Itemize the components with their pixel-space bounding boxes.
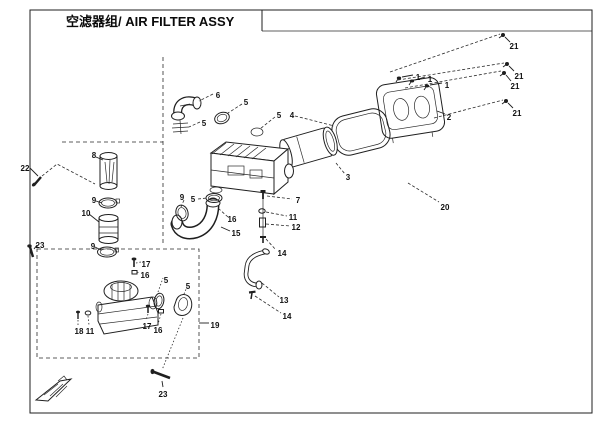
leader-part-3 xyxy=(335,162,346,175)
part-callout-14: 14 xyxy=(283,312,292,321)
part-callout-19: 19 xyxy=(211,321,220,330)
part-callout-21: 21 xyxy=(511,82,520,91)
part-callout-5: 5 xyxy=(191,195,196,204)
screw-part-22 xyxy=(31,176,42,187)
part-callout-12: 12 xyxy=(292,223,301,232)
part-callout-10: 10 xyxy=(82,209,91,218)
main-airbox-part xyxy=(209,127,294,196)
part-callout-21: 21 xyxy=(513,109,522,118)
cover-screws-part-1 xyxy=(395,74,443,91)
part-callout-17: 17 xyxy=(143,322,152,331)
mini-airbox-part xyxy=(95,280,159,335)
fastener-stack-group xyxy=(258,190,293,251)
subassembly-box-19-group xyxy=(36,248,209,371)
leader-part-20 xyxy=(407,182,440,203)
part-callout-1: 1 xyxy=(445,81,450,90)
bottom-screw-23-group xyxy=(150,368,171,388)
part-callout-2: 2 xyxy=(447,113,452,122)
part-callout-1: 1 xyxy=(416,73,421,82)
part-callout-11: 11 xyxy=(289,213,298,222)
part-callout-23: 23 xyxy=(159,390,168,399)
leader-part-4 xyxy=(294,115,335,127)
screw-part-18 xyxy=(76,310,80,319)
part-callout-11: 11 xyxy=(86,327,95,336)
part-callout-13: 13 xyxy=(280,296,289,305)
part-callout-16: 16 xyxy=(228,215,237,224)
part-callout-16: 16 xyxy=(141,271,150,280)
spring-clamp-part-5 xyxy=(171,119,190,135)
screw-part-23-left xyxy=(27,244,35,258)
part-callout-22: 22 xyxy=(21,164,30,173)
clamp-part-5-above-elbow xyxy=(205,193,223,203)
mounting-screws-part-21 xyxy=(498,33,515,109)
part-callout-16: 16 xyxy=(154,326,163,335)
part-callout-5: 5 xyxy=(277,111,282,120)
part-callout-15: 15 xyxy=(232,229,241,238)
nut-part-16-lower xyxy=(158,309,164,314)
ring-clamp-part-9 xyxy=(175,204,189,222)
part-callout-20: 20 xyxy=(441,203,450,212)
part-callout-17: 17 xyxy=(142,260,151,269)
section-separator-dashes xyxy=(62,57,164,246)
clamp-part-9-upper xyxy=(98,197,120,209)
clamp-part-9-lower xyxy=(97,246,119,258)
page-title: 空滤器组/ AIR FILTER ASSY xyxy=(66,14,235,29)
part-callout-18: 18 xyxy=(75,327,84,336)
clamp-part-5-mini xyxy=(153,292,165,310)
part-callout-21: 21 xyxy=(515,72,524,81)
part-callout-9: 9 xyxy=(92,196,97,205)
airbox-cover-group xyxy=(375,33,515,203)
boot-part-5-mini xyxy=(173,294,193,316)
part-callout-3: 3 xyxy=(346,173,351,182)
outlet-elbow-15-group xyxy=(170,193,231,240)
part-callout-9: 9 xyxy=(180,193,185,202)
part-callout-8: 8 xyxy=(92,151,97,160)
drain-tube-group xyxy=(243,248,282,314)
part-callout-5: 5 xyxy=(202,119,207,128)
part-callout-1: 1 xyxy=(428,75,433,84)
part-callout-14: 14 xyxy=(278,249,287,258)
hose-clamp-part-5 xyxy=(214,111,230,125)
screw-part-17-upper xyxy=(131,257,137,267)
screw-part-17-lower xyxy=(145,304,151,313)
cover-screw-leaders xyxy=(389,33,505,119)
part-callout-7: 7 xyxy=(296,196,301,205)
nut-part-16-upper xyxy=(131,270,138,275)
sleeve-part-10 xyxy=(98,214,119,244)
part-callout-4: 4 xyxy=(290,111,295,120)
washer-part-11 xyxy=(84,310,92,316)
brand-logo-icon xyxy=(34,375,73,402)
part-callout-23: 23 xyxy=(36,241,45,250)
part-callout-5: 5 xyxy=(164,276,169,285)
cover-plate-part xyxy=(375,77,446,144)
part-callout-6: 6 xyxy=(216,91,221,100)
part-callout-5: 5 xyxy=(244,98,249,107)
cover-label-tick xyxy=(436,110,446,115)
page-frame xyxy=(29,9,593,414)
intake-elbow-6-group xyxy=(171,93,276,135)
part-callout-9: 9 xyxy=(91,242,96,251)
part-callout-5: 5 xyxy=(186,282,191,291)
part-callout-21: 21 xyxy=(510,42,519,51)
